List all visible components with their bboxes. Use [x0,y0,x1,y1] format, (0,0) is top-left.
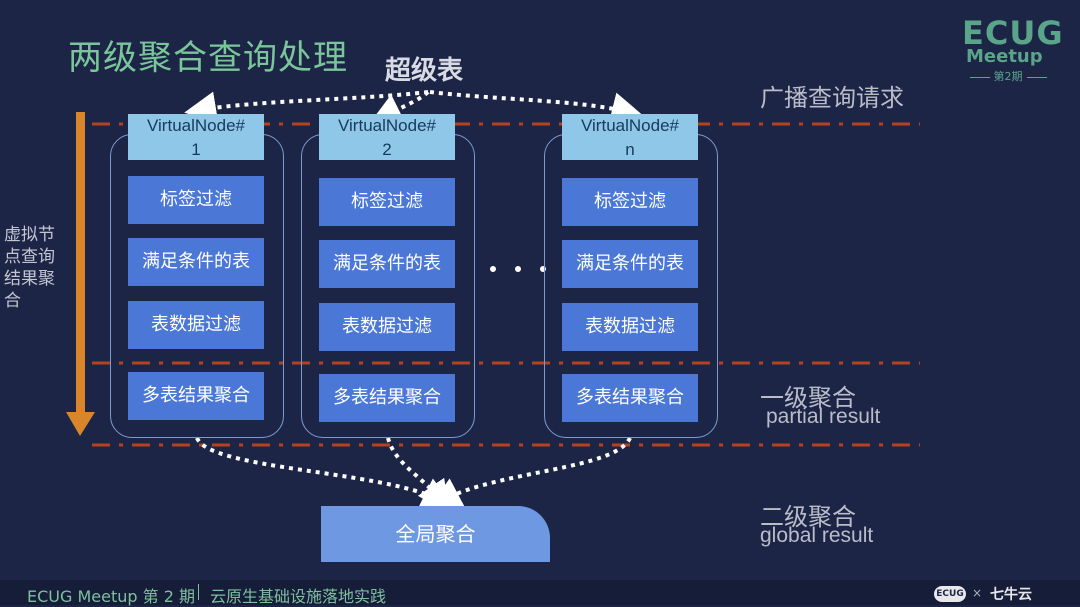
level1-label: 一级聚合 [760,384,856,412]
global-agg-box: 全局聚合 [321,506,550,562]
broadcast-arrow-1 [184,90,429,124]
footer-bar [0,580,1080,605]
data-filter-box: 表数据过滤 [128,301,264,349]
merge-arrow-1 [195,436,455,508]
footer-subtitle: 云原生基础设施落地实践 [210,587,387,606]
meetup-logo-text: Meetup [966,46,1043,67]
footer-event: ECUG Meetup 第 2 期 [27,587,195,606]
footer-divider [198,584,199,600]
tag-filter-box: 标签过滤 [562,178,698,226]
multi-table-agg-box: 多表结果聚合 [562,374,698,422]
broadcast-arrow-2 [369,90,430,124]
vertical-arrow-shaft [76,112,85,414]
page-title: 两级聚合查询处理 [68,38,348,78]
footer-times: × [972,586,983,600]
vertical-arrow-head [66,412,95,436]
level1-en-label: partial result [766,405,881,428]
virtual-node-n: VirtualNode# n [562,114,698,160]
virtual-node-label: VirtualNode# [147,116,245,135]
ellipsis-dot [515,266,521,272]
tag-filter-box: 标签过滤 [128,176,264,224]
data-filter-box: 表数据过滤 [319,303,455,351]
matching-tables-box: 满足条件的表 [319,240,455,288]
multi-table-agg-box: 多表结果聚合 [319,374,455,422]
issue-label: 第2期 [964,68,1052,84]
multi-table-agg-box: 多表结果聚合 [128,372,264,420]
ecug-badge-icon: ECUG [934,586,966,602]
virtual-node-1: VirtualNode# 1 [128,114,264,160]
broadcast-label: 广播查询请求 [760,84,904,112]
tag-filter-box: 标签过滤 [319,178,455,226]
matching-tables-box: 满足条件的表 [562,240,698,288]
qiniu-logo: 七牛云 [990,587,1032,603]
broadcast-arrow-3 [429,90,644,124]
merge-arrow-3 [428,436,632,508]
super-table-label: 超级表 [385,56,464,86]
virtual-node-label: VirtualNode# [338,116,436,135]
level2-en-label: global result [760,524,874,547]
side-label: 虚拟节点查询结果聚合 [4,225,55,311]
level2-label: 二级聚合 [760,503,856,531]
virtual-node-label: VirtualNode# [581,116,679,135]
ecug-logo-text: ECUG [962,14,1064,52]
matching-tables-box: 满足条件的表 [128,238,264,286]
virtual-node-number: 1 [191,140,201,159]
virtual-node-number: 2 [382,140,392,159]
ellipsis-dot [490,266,496,272]
virtual-node-2: VirtualNode# 2 [319,114,455,160]
data-filter-box: 表数据过滤 [562,303,698,351]
virtual-node-number: n [625,140,635,159]
